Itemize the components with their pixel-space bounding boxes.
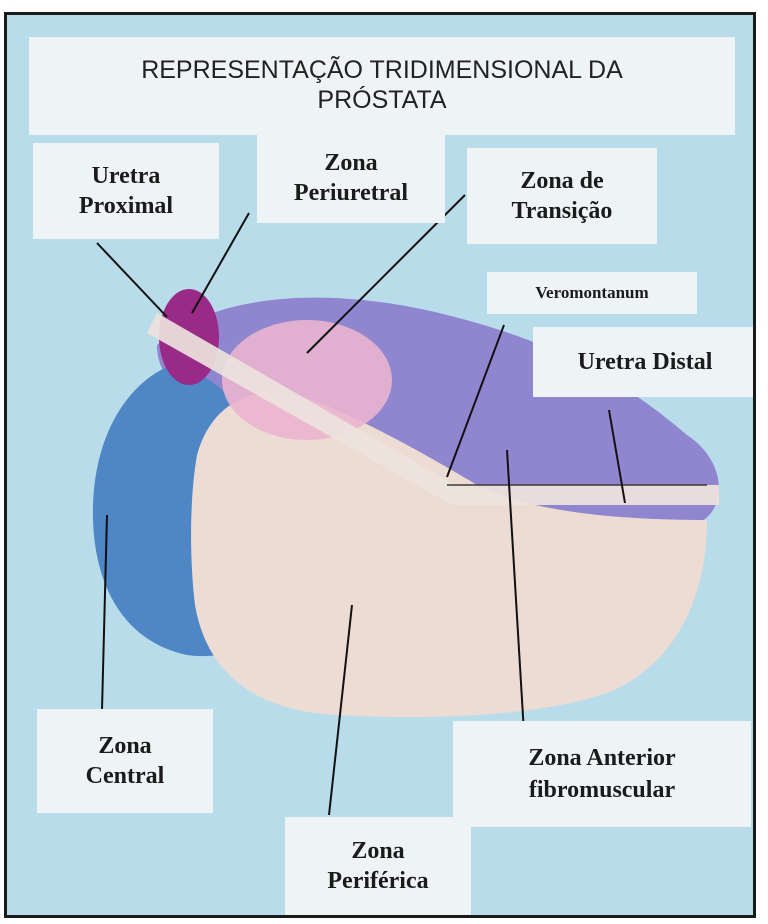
- label-zona-periuretral: Zona Periuretral: [257, 133, 445, 223]
- label-veromontanum: Veromontanum: [487, 272, 697, 314]
- label-zona-periferica: Zona Periférica: [285, 817, 471, 915]
- urethra-distal-tube: [452, 485, 719, 505]
- label-zona-transicao: Zona de Transição: [467, 148, 657, 244]
- diagram-frame: REPRESENTAÇÃO TRIDIMENSIONAL DA PRÓSTATA…: [4, 12, 756, 918]
- leader-uretra-proximal: [97, 243, 167, 317]
- title-box: REPRESENTAÇÃO TRIDIMENSIONAL DA PRÓSTATA: [29, 37, 735, 135]
- diagram-title: REPRESENTAÇÃO TRIDIMENSIONAL DA PRÓSTATA: [29, 55, 735, 115]
- title-line-2: PRÓSTATA: [317, 86, 446, 114]
- label-uretra-distal: Uretra Distal: [533, 327, 756, 397]
- label-uretra-proximal: Uretra Proximal: [33, 143, 219, 239]
- label-zona-anterior: Zona Anterior fibromuscular: [453, 721, 751, 827]
- title-line-1: REPRESENTAÇÃO TRIDIMENSIONAL DA: [141, 56, 623, 84]
- label-zona-central: Zona Central: [37, 709, 213, 813]
